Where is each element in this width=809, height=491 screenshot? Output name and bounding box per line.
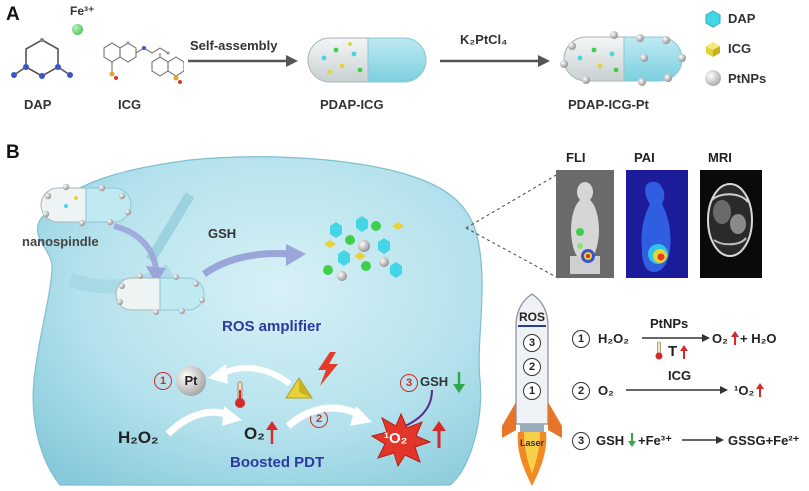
- fli-label: FLI: [566, 150, 586, 165]
- eq1-reactant: H₂O₂: [598, 331, 630, 346]
- fe-label: Fe³⁺: [70, 4, 95, 18]
- step-1-marker: 1: [154, 372, 172, 390]
- eq1-o2-up-arrow: [731, 331, 739, 345]
- gsh-depletion-label: GSH: [420, 374, 449, 389]
- dap-label: DAP: [24, 97, 52, 112]
- eq1-number: 1: [572, 330, 590, 348]
- pdap-icg-capsule-icon: [307, 37, 427, 83]
- singlet-oxygen-burst-icon: [370, 412, 432, 468]
- eq3-fe: +Fe³⁺: [638, 433, 672, 448]
- pai-label: PAI: [634, 150, 655, 165]
- self-assembly-arrow: [188, 55, 298, 67]
- ros-rocket-illustration: ROS 3 2 1 Laser: [498, 292, 566, 488]
- released-components-cluster: [323, 216, 404, 281]
- legend-dap-label: DAP: [728, 11, 756, 26]
- rocket-stage-1: 1: [523, 382, 541, 400]
- fli-image: [556, 170, 614, 278]
- rocket-laser-label: Laser: [519, 438, 545, 448]
- nanospindle-icon: [40, 183, 132, 227]
- singlet-oxygen-label: ¹O₂: [384, 430, 408, 447]
- gsh-degradation-arrow: [202, 244, 306, 277]
- eq1-temp-up-arrow: [680, 345, 688, 359]
- eq2-catalyst: ICG: [668, 368, 692, 383]
- eq3-arrow: [682, 436, 724, 444]
- thermometer-icon: [235, 381, 245, 408]
- h2o2-label: H₂O₂: [118, 428, 159, 447]
- eq3-product: GSSG+Fe²⁺: [728, 433, 800, 448]
- eq1-catalyst: PtNPs: [650, 316, 689, 331]
- eq2-number: 2: [572, 382, 590, 400]
- nanospindle-inside-icon: [115, 273, 205, 315]
- o2-to-singlet-arrow: [285, 404, 372, 429]
- legend-ptnps-label: PtNPs: [728, 71, 767, 86]
- eq1-thermometer-icon: [655, 341, 663, 360]
- gsh-down-arrow: [453, 372, 465, 393]
- icg-legend-icon: [706, 42, 720, 57]
- zoom-guide-lines: [465, 173, 559, 279]
- self-assembly-label: Self-assembly: [190, 38, 278, 53]
- pai-image: [626, 170, 688, 278]
- eq3-number: 3: [572, 432, 590, 450]
- tumor-tissue-illustration: [32, 156, 483, 486]
- fe-sphere-icon: [72, 24, 83, 35]
- legend-icg-label: ICG: [728, 41, 752, 56]
- legend: DAP ICG PtNPs: [704, 8, 804, 98]
- eq2-reactant: O₂: [598, 383, 614, 398]
- icg-molecule-icon: [103, 41, 184, 84]
- o2-up-arrow: [266, 421, 278, 444]
- k2ptcl4-label: K₂PtCl₄: [460, 32, 508, 47]
- eq1-product-h2o: + H₂O: [740, 331, 777, 346]
- boosted-pdt-label: Boosted PDT: [230, 454, 325, 471]
- panel-a-letter: A: [6, 4, 20, 25]
- eq2-up-arrow: [756, 383, 764, 397]
- pdap-icg-pt-label: PDAP-ICG-Pt: [568, 97, 649, 112]
- mri-image: [700, 170, 762, 278]
- dap-legend-icon: [705, 10, 721, 28]
- eq1-condition: T: [668, 343, 678, 360]
- mri-label: MRI: [708, 150, 732, 165]
- rocket-stage-2: 2: [523, 358, 541, 376]
- k2ptcl4-arrow: [440, 55, 550, 67]
- laser-lightning-icon: [318, 352, 338, 386]
- pdap-icg-label: PDAP-ICG: [320, 97, 384, 112]
- rocket-ros-label: ROS: [518, 310, 545, 324]
- eq1-product-o2: O₂: [712, 331, 728, 346]
- pdap-icg-pt-capsule-icon: [560, 31, 686, 86]
- gsh-label: GSH: [208, 226, 237, 241]
- dap-molecule-icon: [11, 38, 73, 79]
- eq2-product: ¹O₂: [734, 383, 755, 398]
- eq3-gsh: GSH: [596, 433, 625, 448]
- h2o2-to-o2-arrow: [165, 406, 242, 437]
- eq2-arrow: [626, 386, 728, 394]
- eq3-gsh-down-arrow: [628, 433, 636, 447]
- o2-label: O₂: [244, 424, 265, 443]
- pt-label: Pt: [184, 373, 198, 388]
- ros-amplifier-label: ROS amplifier: [222, 318, 322, 335]
- ptnps-legend-icon: [705, 70, 721, 86]
- nanospindle-label: nanospindle: [22, 234, 99, 249]
- eq1-arrow: [642, 334, 710, 342]
- panel-b-letter: B: [6, 142, 20, 163]
- rocket-stage-3: 3: [523, 334, 541, 352]
- pt-nanoparticle-icon: Pt: [176, 366, 206, 396]
- step-3-marker: 3: [400, 374, 418, 392]
- icg-cube-icon: [285, 377, 313, 399]
- uptake-arrow: [113, 223, 166, 284]
- icg-label: ICG: [118, 97, 142, 112]
- singlet-up-arrow: [432, 421, 446, 448]
- heat-to-pt-arrow: [208, 364, 292, 387]
